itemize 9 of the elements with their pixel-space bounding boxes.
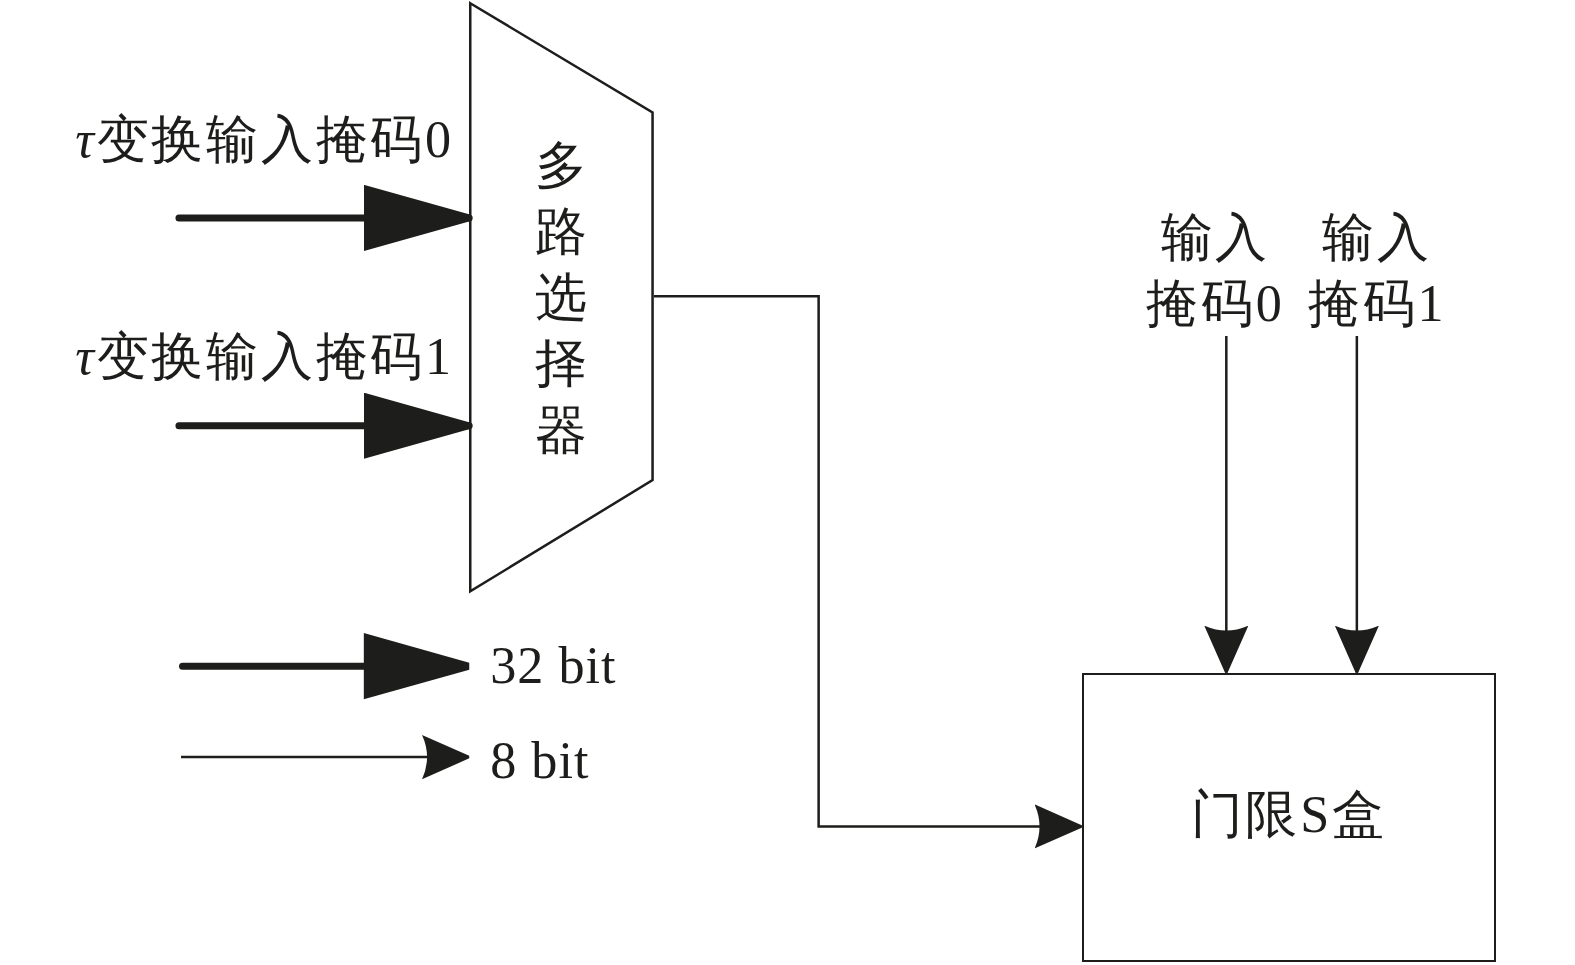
legend-label: 8 bit	[490, 734, 590, 787]
edge-label: τ变换输入掩码0	[75, 112, 454, 165]
legend-label: 32 bit	[490, 638, 617, 692]
edge-label: τ变换输入掩码1	[75, 330, 454, 383]
multiplexer	[469, 2, 654, 593]
multiplexer-label: 多路选择器	[534, 134, 589, 461]
input-label: 输入掩码0	[1143, 205, 1288, 336]
s-box: 门限S盒	[1081, 673, 1496, 963]
input-label: 输入掩码1	[1305, 205, 1449, 336]
